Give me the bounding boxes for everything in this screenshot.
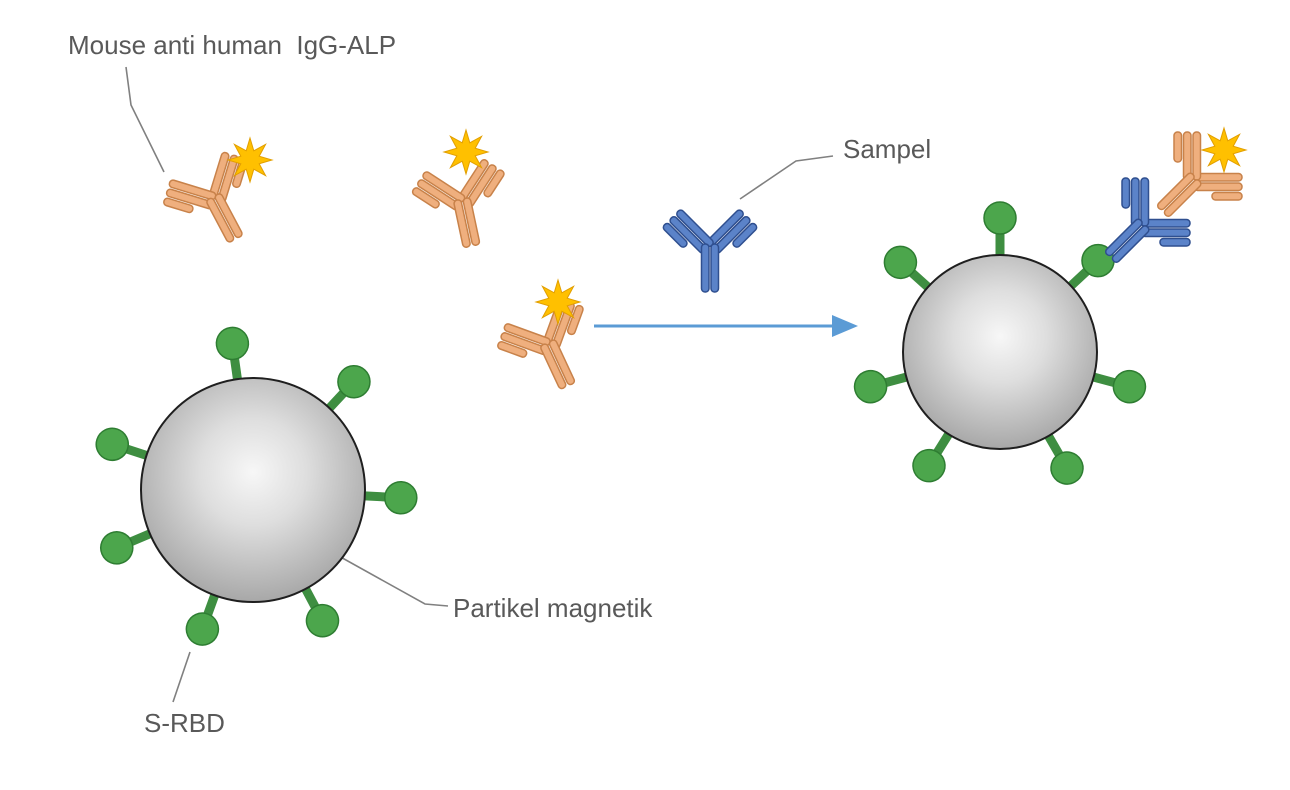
- alp-star-icon: [535, 279, 581, 325]
- label-mouse-anti-human-igg-alp: Mouse anti human IgG-ALP: [68, 30, 397, 60]
- magnetic-particle-sphere: [140, 377, 366, 603]
- reaction-arrow-icon: [594, 315, 858, 337]
- magnetic-particle-right: [851, 118, 1256, 490]
- sample-antibody: [661, 207, 759, 293]
- alp-star-icon: [443, 129, 489, 175]
- callout-line-particle: [309, 539, 449, 607]
- callout-line-srbd: [172, 651, 191, 703]
- magnetic-particle-left: [92, 325, 418, 649]
- callout-line-sample: [739, 155, 834, 200]
- magnetic-particle-sphere: [902, 254, 1098, 450]
- label-sampel: Sampel: [843, 134, 932, 164]
- alp-star-icon: [227, 137, 273, 183]
- conjugate-antibody: [406, 153, 520, 257]
- alp-star-icon: [1201, 127, 1247, 173]
- callout-line-conjugate: [125, 66, 165, 173]
- label-partikel-magnetik: Partikel magnetik: [453, 593, 653, 623]
- label-s-rbd: S-RBD: [144, 708, 225, 738]
